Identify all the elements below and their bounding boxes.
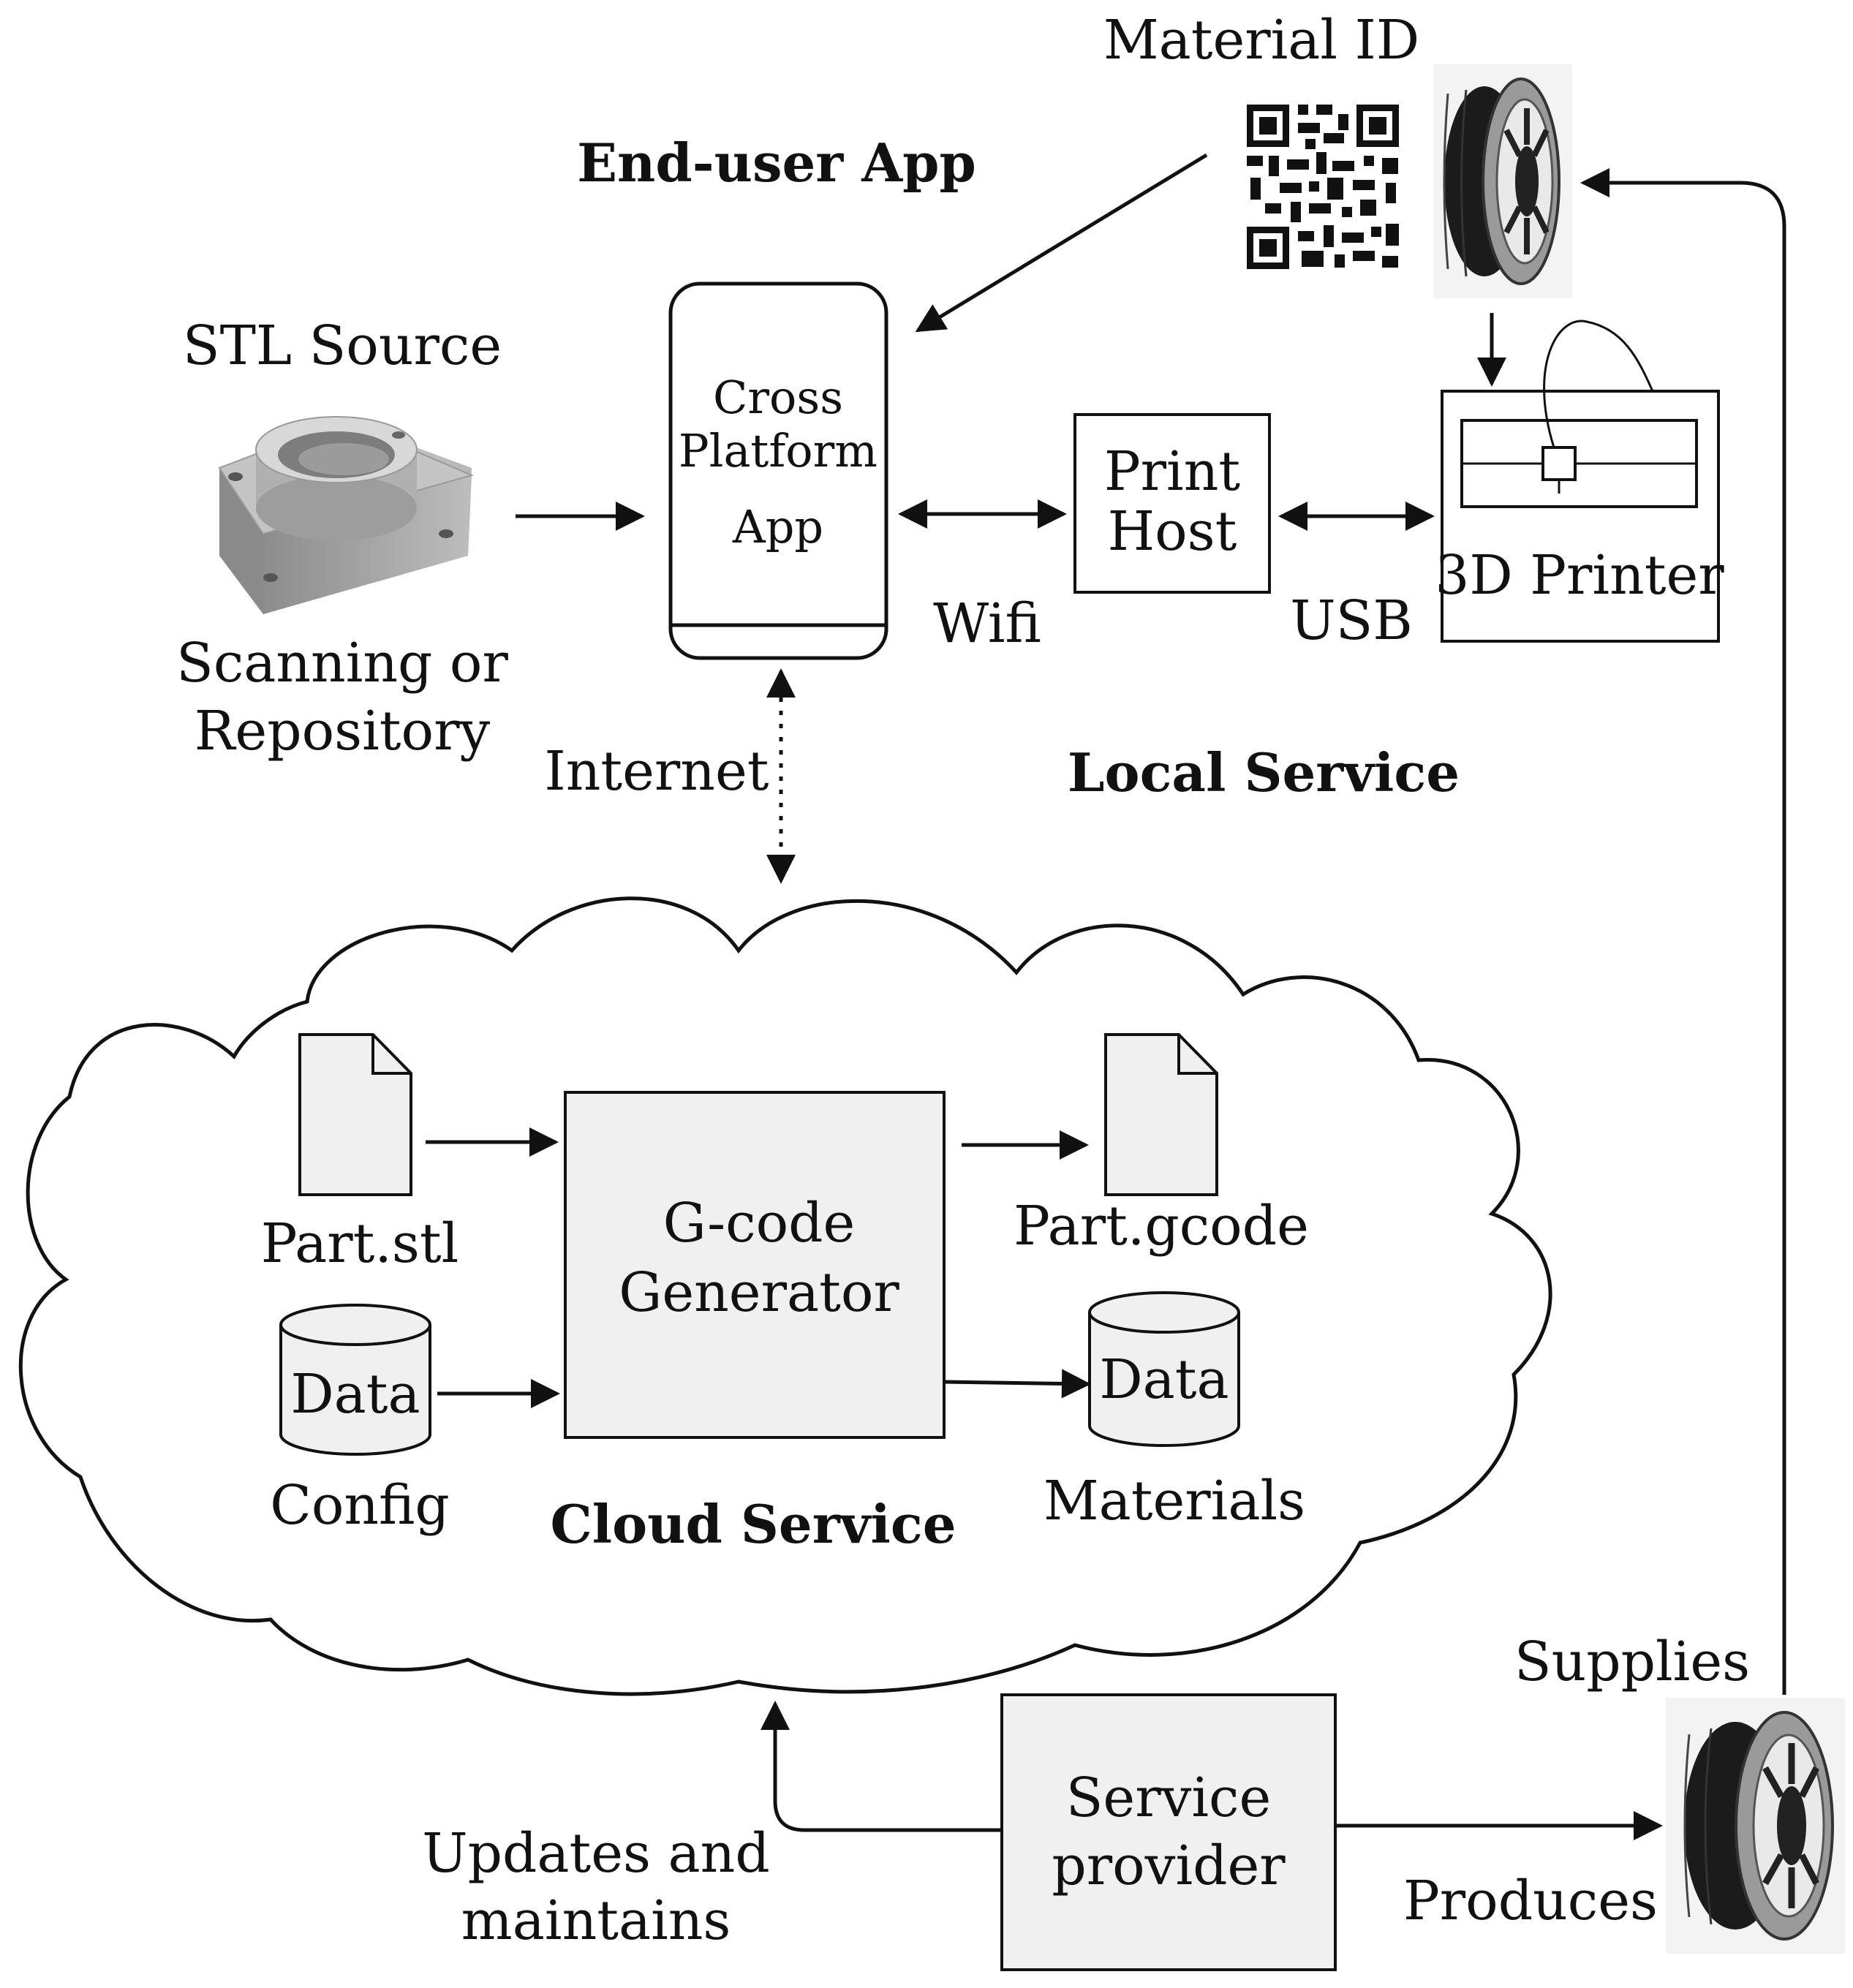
cloud-service-heading: Cloud Service bbox=[550, 1493, 956, 1555]
updates-and-label: Updates and bbox=[422, 1822, 769, 1885]
repository-label: Repository bbox=[195, 700, 491, 763]
print-host-label-print: Print bbox=[1104, 440, 1240, 503]
service-provider-label-line2: provider bbox=[1052, 1834, 1286, 1897]
filament-spool-icon bbox=[1433, 64, 1572, 298]
local-service-heading: Local Service bbox=[1068, 741, 1460, 804]
arrow-updates-and-maintains bbox=[761, 1701, 1002, 1832]
materials-database-icon bbox=[1088, 1291, 1240, 1447]
wifi-label: Wifi bbox=[933, 592, 1041, 655]
materials-database-label: Data bbox=[1099, 1348, 1229, 1411]
print-host-label-host: Host bbox=[1108, 500, 1237, 563]
gcode-generator-box bbox=[564, 1091, 946, 1439]
supplies-label: Supplies bbox=[1514, 1630, 1750, 1693]
3d-part-icon bbox=[218, 416, 474, 614]
end-user-app-heading: End-user App bbox=[577, 132, 976, 194]
gcode-generator-label-line1: G-code bbox=[663, 1192, 856, 1255]
part-stl-label: Part.stl bbox=[261, 1212, 459, 1275]
qr-code-icon bbox=[1243, 101, 1404, 273]
materials-label: Materials bbox=[1044, 1470, 1305, 1532]
arrow-material-id-to-app bbox=[915, 153, 1208, 333]
filament-spool-icon bbox=[1666, 1698, 1845, 1954]
usb-label: USB bbox=[1290, 589, 1412, 652]
arrow-generator-to-materials bbox=[943, 1369, 1091, 1399]
scanning-or-label: Scanning or bbox=[176, 632, 508, 695]
material-id-label: Material ID bbox=[1103, 9, 1419, 72]
app-label-cross: Cross bbox=[713, 371, 843, 424]
config-database-icon bbox=[279, 1304, 431, 1456]
3d-printer-icon bbox=[1441, 320, 1720, 643]
config-database-label: Data bbox=[290, 1363, 420, 1426]
maintains-label: maintains bbox=[461, 1889, 731, 1952]
arrow-supplies bbox=[1580, 168, 1786, 1695]
part-gcode-document-icon bbox=[1104, 1033, 1218, 1196]
print-host-box bbox=[1073, 413, 1271, 594]
part-stl-document-icon bbox=[298, 1033, 412, 1196]
stl-source-label: STL Source bbox=[183, 314, 502, 377]
service-provider-label-line1: Service bbox=[1066, 1766, 1272, 1829]
gcode-generator-label-line2: Generator bbox=[619, 1261, 899, 1324]
service-provider-box bbox=[1000, 1693, 1337, 1971]
part-gcode-label: Part.gcode bbox=[1014, 1195, 1309, 1258]
produces-label: Produces bbox=[1403, 1870, 1658, 1932]
config-label: Config bbox=[270, 1474, 450, 1537]
3d-printer-label: 3D Printer bbox=[1435, 544, 1724, 607]
app-label-platform: Platform bbox=[679, 424, 878, 477]
cross-platform-app-device bbox=[668, 281, 888, 660]
internet-label: Internet bbox=[545, 740, 769, 803]
app-label-app: App bbox=[732, 500, 823, 553]
